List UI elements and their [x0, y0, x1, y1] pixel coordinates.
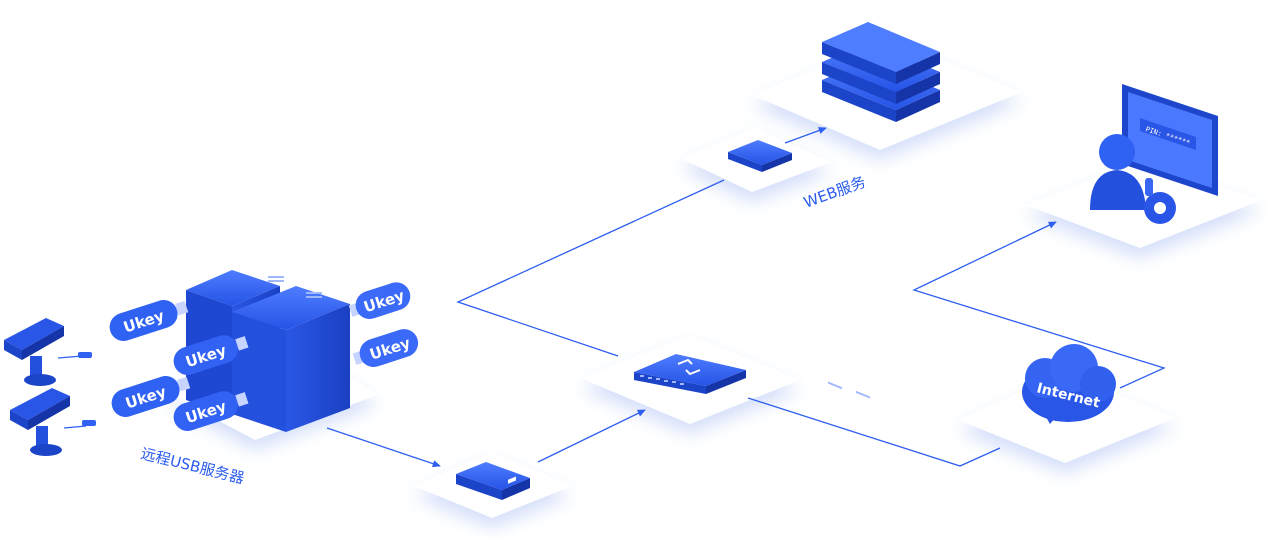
camera-icon [10, 388, 96, 456]
usb-key-icon: Ukey [109, 300, 189, 341]
switch-icon [634, 354, 746, 394]
link-internet-to-user [912, 221, 1166, 389]
internet-cloud-icon: Internet [1022, 344, 1116, 424]
link-switch-to-internet [747, 397, 1001, 467]
usb-device-icon [456, 462, 530, 500]
gateway-icon [728, 140, 792, 172]
platforms [170, 40, 1262, 518]
link-device-to-switch [537, 409, 646, 463]
usb-key-icon: Ukey [352, 329, 419, 367]
link-gateway-to-web [784, 127, 827, 144]
connections [326, 127, 1166, 468]
usb-key-icon: Ukey [173, 391, 249, 431]
web-server-icon [822, 22, 940, 399]
ukeys: Ukey Ukey Ukey Ukey Ukey Ukey [109, 282, 419, 431]
remote-usb-server-label: 远程USB服务器 [139, 444, 246, 487]
link-web-to-switch [456, 179, 725, 357]
web-service-label: WEB服务 [801, 173, 868, 212]
usb-key-icon: Ukey [111, 376, 191, 417]
usb-key-icon: Ukey [348, 282, 411, 319]
user-pin-icon: PIN: ****** [1090, 84, 1218, 224]
sync-icon [677, 358, 701, 376]
link-server-to-device [326, 427, 441, 468]
camera-icon [4, 318, 92, 386]
